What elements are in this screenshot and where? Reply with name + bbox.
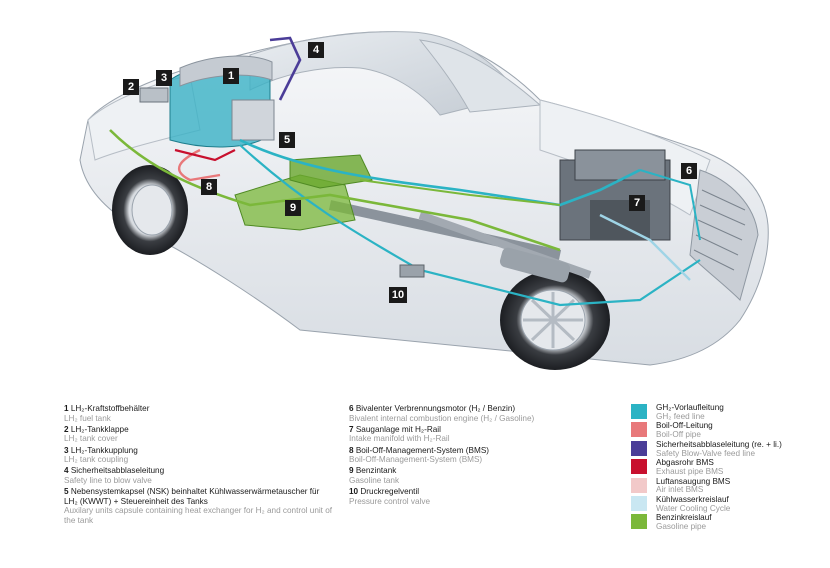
legend-components-middle: 6 Bivalenter Verbrennungsmotor (H₂ / Ben…: [349, 404, 619, 508]
exhaust-system: [328, 200, 592, 283]
item-label-en: LH₂ fuel tank: [64, 413, 111, 423]
pressure-control-valve: [399, 264, 425, 278]
item-label-de: Benzintank: [355, 466, 397, 476]
item-label-en: Gasoline tank: [349, 475, 400, 485]
item-label-en: Pressure control valve: [349, 496, 430, 506]
item-label-de: Druckregelventil: [360, 487, 420, 497]
item-number: 8: [349, 445, 354, 455]
key-label-en: Air inlet BMS: [656, 485, 704, 495]
item-label-en: LH₂ tank coupling: [64, 455, 129, 465]
item-label-de: LH₂-Kraftstoffbehälter: [70, 404, 150, 413]
item-label-de: Bivalenter Verbrennungsmotor (H₂ / Benzi…: [355, 404, 516, 413]
key-label-en: Gasoline pipe: [656, 522, 707, 532]
car-cutaway-diagram: 1 2 3 4 5 6 7 8 9 10: [79, 31, 769, 370]
item-label-de: Sauganlage mit H₂-Rail: [355, 424, 441, 434]
key-row-safety-blow: Sicherheitsabblaseleitung (re. + li.)Saf…: [631, 439, 782, 459]
key-label-de: Benzinkreislauf: [656, 513, 712, 523]
legend-item-10: 10 Druckregelventil Pressure control val…: [349, 487, 619, 506]
key-label-en: Exhaust pipe BMS: [656, 466, 724, 476]
item-label-en: Bivalent internal combustion engine (H₂ …: [349, 413, 535, 423]
key-label-de: Boil-Off-Leitung: [656, 421, 713, 431]
color-swatch: [631, 422, 647, 438]
item-label-de: LH₂-Tankkupplung: [70, 445, 138, 455]
front-wheel: [500, 270, 610, 370]
item-label-de: Nebensystemkapsel (NSK) beinhaltet Kühlw…: [64, 487, 320, 506]
key-label-de: Abgasrohr BMS: [656, 458, 714, 468]
callout-2: 2: [123, 79, 139, 95]
item-number: 9: [349, 466, 354, 476]
item-number: 2: [64, 424, 69, 434]
legend-item-1: 1 LH₂-Kraftstoffbehälter LH₂ fuel tank: [64, 404, 334, 423]
color-swatch: [631, 514, 647, 530]
tank-cover: [139, 87, 169, 103]
item-label-de: Sicherheitsabblaseleitung: [70, 466, 165, 476]
item-label-en: Safety line to blow valve: [64, 475, 152, 485]
key-label-en: Safety Blow-Valve feed line: [656, 448, 756, 458]
item-label-en: Intake manifold with H₂-Rail: [349, 434, 450, 444]
callout-3: 3: [156, 70, 172, 86]
callout-5: 5: [279, 132, 295, 148]
legend-item-8: 8 Boil-Off-Management-System (BMS) Boil-…: [349, 446, 619, 465]
item-number: 4: [64, 466, 69, 476]
legend-item-6: 6 Bivalenter Verbrennungsmotor (H₂ / Ben…: [349, 404, 619, 423]
engine-block: [559, 149, 671, 241]
color-swatch: [631, 495, 647, 511]
callout-6: 6: [681, 163, 697, 179]
item-number: 3: [64, 445, 69, 455]
key-label-en: GH₂ feed line: [656, 411, 705, 421]
item-label-en: Auxilary units capsule containing heat e…: [64, 506, 333, 525]
auxiliary-capsule: [231, 99, 275, 141]
callout-4: 4: [308, 42, 324, 58]
callout-10: 10: [389, 287, 407, 303]
key-label-en: Boil-Off pipe: [656, 430, 701, 440]
color-swatch: [631, 459, 647, 475]
callout-8: 8: [201, 179, 217, 195]
car-illustration: [79, 31, 769, 370]
rear-wheel: [112, 165, 188, 255]
gasoline-tank-upper: [289, 154, 373, 189]
item-number: 7: [349, 424, 354, 434]
callout-7: 7: [629, 195, 645, 211]
key-label-de: Sicherheitsabblaseleitung (re. + li.): [656, 439, 782, 449]
item-label-de: LH₂-Tankklappe: [70, 424, 129, 434]
legend-item-7: 7 Sauganlage mit H₂-Rail Intake manifold…: [349, 425, 619, 444]
legend-item-9: 9 Benzintank Gasoline tank: [349, 466, 619, 485]
color-swatch: [631, 404, 647, 419]
color-swatch: [631, 477, 647, 493]
color-swatch: [631, 440, 647, 456]
item-number: 1: [64, 404, 69, 413]
item-label-de: Boil-Off-Management-System (BMS): [355, 445, 490, 455]
item-number: 5: [64, 487, 69, 497]
legend-item-2: 2 LH₂-Tankklappe LH₂ tank cover: [64, 425, 334, 444]
item-label-en: Boil-Off-Management-System (BMS): [349, 455, 483, 465]
item-number: 6: [349, 404, 354, 413]
legend-item-4: 4 Sicherheitsabblaseleitung Safety line …: [64, 466, 334, 485]
key-label-de: GH₂-Vorlaufleitung: [656, 403, 724, 412]
key-label-en: Water Cooling Cycle: [656, 503, 731, 513]
key-label-de: Kühlwasserkreislauf: [656, 494, 729, 504]
callout-9: 9: [285, 200, 301, 216]
legend-item-3: 3 LH₂-Tankkupplung LH₂ tank coupling: [64, 446, 334, 465]
item-number: 10: [349, 487, 359, 497]
callout-1: 1: [223, 68, 239, 84]
legend-item-5: 5 Nebensystemkapsel (NSK) beinhaltet Küh…: [64, 487, 334, 525]
legend-components-left: 1 LH₂-Kraftstoffbehälter LH₂ fuel tank 2…: [64, 404, 334, 527]
key-label-de: Luftansaugung BMS: [656, 476, 731, 486]
item-label-en: LH₂ tank cover: [64, 434, 118, 444]
